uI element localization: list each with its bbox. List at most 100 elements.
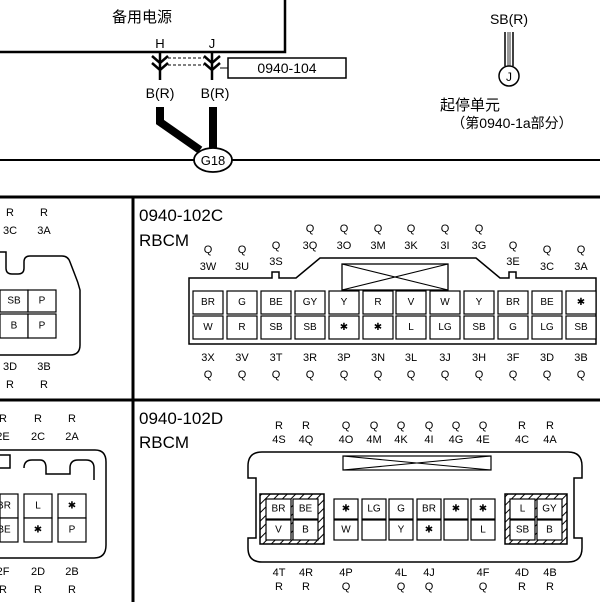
svg-text:Y: Y bbox=[341, 297, 348, 308]
pin-label: 3H bbox=[472, 352, 486, 364]
cell: G bbox=[388, 498, 414, 520]
svg-text:G: G bbox=[238, 297, 246, 308]
pin-label: 3A bbox=[37, 225, 51, 237]
svg-text:SB: SB bbox=[574, 322, 588, 333]
pin-color: Q bbox=[272, 240, 281, 252]
pin-color: Q bbox=[306, 369, 315, 381]
cell: LG bbox=[531, 315, 563, 340]
pin-color: Q bbox=[340, 369, 349, 381]
cell: V bbox=[265, 519, 292, 541]
pin-color: Q bbox=[407, 369, 416, 381]
pin-label: 4B bbox=[543, 567, 556, 579]
cell: Y bbox=[463, 290, 495, 315]
svg-text:Y: Y bbox=[476, 297, 483, 308]
svg-text:✱: ✱ bbox=[425, 525, 433, 536]
pin-label: 3S bbox=[269, 256, 282, 268]
start-stop-unit-ref: （第0940-1a部分） bbox=[451, 115, 572, 131]
backup-power-section: 备用电源 H J 0940-104 B(R) B(R) G18 bbox=[0, 0, 600, 173]
pin-label: 3N bbox=[371, 352, 385, 364]
pin-color: Q bbox=[238, 369, 247, 381]
pin-label: 3G bbox=[472, 240, 487, 252]
pin-color: Q bbox=[577, 369, 586, 381]
pin-label: 4Q bbox=[299, 434, 314, 446]
pin-label: 4A bbox=[543, 434, 557, 446]
cell: Y bbox=[328, 290, 360, 315]
svg-text:BR: BR bbox=[422, 504, 436, 515]
pin-label: 3V bbox=[235, 352, 249, 364]
wire-color-h: B(R) bbox=[146, 85, 175, 101]
start-stop-unit-name: 起停单元 bbox=[440, 97, 500, 114]
unit-pin-label: J bbox=[506, 70, 512, 84]
left-top-connector: R R 3C 3A SB P B P 3D 3B R R bbox=[0, 207, 81, 391]
cell: BE bbox=[260, 290, 292, 315]
pin-color: R bbox=[518, 420, 526, 432]
ground-point-g18 bbox=[193, 147, 233, 173]
pin-label: 4G bbox=[449, 434, 464, 446]
cell: ✱ bbox=[328, 315, 360, 340]
svg-text:V: V bbox=[408, 297, 415, 308]
pin-color: Q bbox=[397, 581, 406, 593]
svg-text:Y: Y bbox=[398, 525, 405, 536]
pin-label: 3P bbox=[337, 352, 350, 364]
panel-frames bbox=[0, 195, 600, 602]
pin-color: Q bbox=[475, 223, 484, 235]
pin-h-label: H bbox=[155, 36, 164, 51]
svg-text:✱: ✱ bbox=[340, 322, 348, 333]
svg-text:BR: BR bbox=[0, 501, 11, 512]
connector-name: RBCM bbox=[139, 433, 189, 452]
pin-label: 4O bbox=[339, 434, 354, 446]
c102c-row2: W R SB SB ✱ ✱ L LG SB G LG SB bbox=[192, 315, 597, 340]
svg-text:✱: ✱ bbox=[452, 504, 460, 515]
pin-label: 3K bbox=[404, 240, 418, 252]
pin-color: Q bbox=[397, 420, 406, 432]
sb-wire-label: SB(R) bbox=[490, 11, 528, 27]
connector-ref: 0940-102C bbox=[139, 206, 223, 225]
pin-label: 3D bbox=[540, 352, 554, 364]
cell: BE bbox=[0, 517, 19, 543]
cell: GY bbox=[294, 290, 326, 315]
cell: BR bbox=[0, 493, 19, 519]
svg-text:BE: BE bbox=[299, 504, 313, 515]
cell: SB bbox=[565, 315, 597, 340]
cell: SB bbox=[260, 315, 292, 340]
cell: LG bbox=[429, 315, 461, 340]
connector-0940-102c: 0940-102C RBCM Q 3Q Q 3O Q 3M Q 3K Q 3I … bbox=[139, 206, 597, 381]
cell: P bbox=[27, 289, 57, 313]
pin-label: 3L bbox=[405, 352, 417, 364]
pin-color: Q bbox=[342, 581, 351, 593]
pin-color: Q bbox=[441, 369, 450, 381]
svg-text:LG: LG bbox=[438, 322, 452, 333]
svg-text:W: W bbox=[203, 322, 213, 333]
cell: L bbox=[470, 519, 496, 541]
svg-text:BR: BR bbox=[506, 297, 520, 308]
pin-label: 2D bbox=[31, 566, 45, 578]
pin-color: R bbox=[40, 379, 48, 391]
pin-color: R bbox=[34, 584, 42, 596]
pin-label: 3O bbox=[337, 240, 352, 252]
pin-color: R bbox=[68, 413, 76, 425]
pin-color: R bbox=[68, 584, 76, 596]
pin-color: R bbox=[6, 379, 14, 391]
pin-label: 4M bbox=[366, 434, 381, 446]
pin-color: Q bbox=[425, 420, 434, 432]
pin-color: Q bbox=[479, 420, 488, 432]
cell: Y bbox=[388, 519, 414, 541]
pin-label: 3R bbox=[303, 352, 317, 364]
pin-label: 3X bbox=[201, 352, 215, 364]
cell: W bbox=[333, 519, 359, 541]
cell: W bbox=[429, 290, 461, 315]
cell: V bbox=[395, 290, 427, 315]
connector-j-symbol bbox=[203, 52, 221, 80]
pin-j-label: J bbox=[209, 36, 216, 51]
pin-label: 4T bbox=[273, 567, 286, 579]
pin-color: Q bbox=[475, 369, 484, 381]
pin-label: 3E bbox=[506, 256, 519, 268]
pin-color: Q bbox=[238, 244, 247, 256]
cell: R bbox=[362, 290, 394, 315]
left-bottom-connector: R R R 2E 2C 2A BR L ✱ BE ✱ P 2F 2D 2B R … bbox=[0, 413, 107, 596]
pin-label: 3B bbox=[37, 361, 50, 373]
cell: B bbox=[536, 519, 563, 541]
cell: ✱ bbox=[333, 498, 359, 520]
start-stop-unit-section: SB(R) J 起停单元 （第0940-1a部分） bbox=[440, 11, 573, 131]
svg-text:G: G bbox=[397, 504, 405, 515]
